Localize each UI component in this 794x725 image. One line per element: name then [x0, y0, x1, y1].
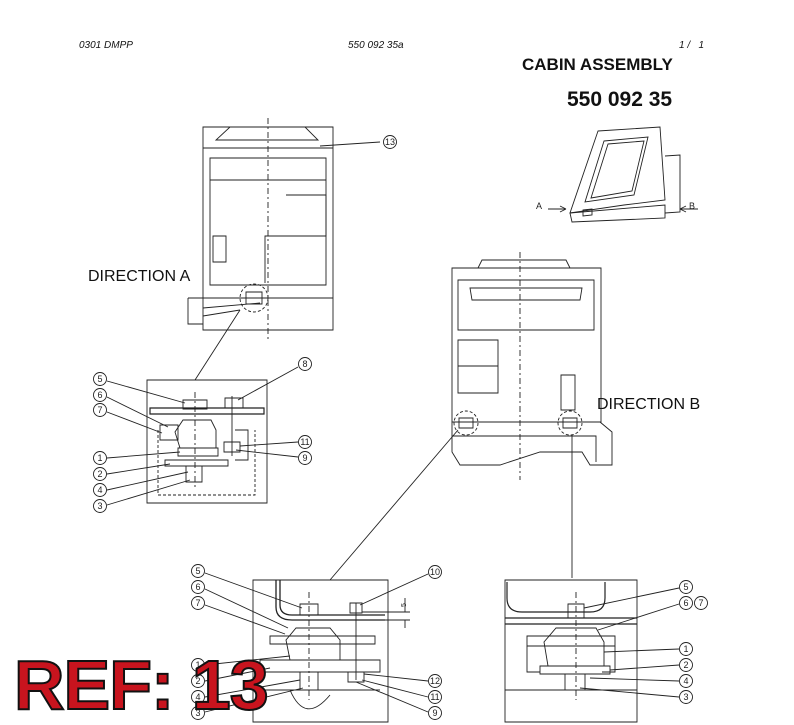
- cabin-view-b: [451, 252, 613, 480]
- callout-a-4: 4: [97, 485, 102, 495]
- doc-code: 0301 DMPP: [79, 40, 133, 51]
- arrow-a-label: A: [536, 201, 542, 211]
- page-sep: /: [687, 40, 691, 51]
- callout-br-1: 1: [683, 644, 688, 654]
- ref-stamp: REF: 13: [13, 646, 270, 724]
- detail-b-left: [252, 579, 410, 723]
- callout-a-8: 8: [302, 359, 307, 369]
- detail-a: [146, 379, 268, 504]
- cabin-iso-view: [548, 126, 698, 223]
- callout-bubbles: [93, 357, 708, 720]
- direction-b-label: DIRECTION B: [597, 396, 701, 413]
- assembly-title: CABIN ASSEMBLY: [522, 55, 673, 74]
- callout-bl-5: 5: [195, 566, 200, 576]
- callout-br-4: 4: [683, 676, 688, 686]
- cabin-view-a: [187, 118, 381, 340]
- callout-a-7: 7: [97, 405, 102, 415]
- page-total: 1: [698, 40, 705, 51]
- callout-bl-1: 1: [195, 660, 200, 670]
- page-indicator: 1 / 1: [679, 40, 704, 51]
- callout-br-2: 2: [683, 660, 688, 670]
- dimension-5: 5: [401, 603, 408, 607]
- callout-br-6: 6: [683, 598, 688, 608]
- callout-bl-4: 4: [195, 692, 200, 702]
- callout-a-1: 1: [97, 453, 102, 463]
- callout-br-7: 7: [698, 598, 703, 608]
- doc-number: 550 092 35a: [348, 40, 404, 51]
- part-number: 550 092 35: [567, 88, 673, 111]
- callout-bl-2: 2: [195, 676, 200, 686]
- callout-a-2: 2: [97, 469, 102, 479]
- leader-b-left: [329, 429, 459, 581]
- callout-a-5: 5: [97, 374, 102, 384]
- callout-a-11: 11: [300, 437, 309, 447]
- callout-bl-7: 7: [195, 598, 200, 608]
- callout-bl-10: 10: [430, 567, 440, 577]
- callout-br-3: 3: [683, 692, 688, 702]
- callout-numbers: 13 5 6 7 1 2 4 3 8 11 9 5 6 7 1 2 4 3 10…: [97, 137, 703, 718]
- callout-bl-9: 9: [432, 708, 437, 718]
- callout-br-5: 5: [683, 582, 688, 592]
- callout-bl-12: 12: [430, 676, 440, 686]
- callout-bl-11: 11: [430, 692, 439, 702]
- callout-13-overview: [383, 135, 397, 149]
- callout-13: 13: [385, 137, 395, 147]
- leader-a: [194, 309, 241, 381]
- page-current: 1: [679, 40, 685, 51]
- callout-bl-3: 3: [195, 708, 200, 718]
- callout-a-3: 3: [97, 501, 102, 511]
- callout-bl-6: 6: [195, 582, 200, 592]
- direction-a-label: DIRECTION A: [88, 268, 191, 285]
- arrow-b-label: B: [689, 201, 695, 211]
- callout-a-9: 9: [302, 453, 307, 463]
- callout-a-6: 6: [97, 390, 102, 400]
